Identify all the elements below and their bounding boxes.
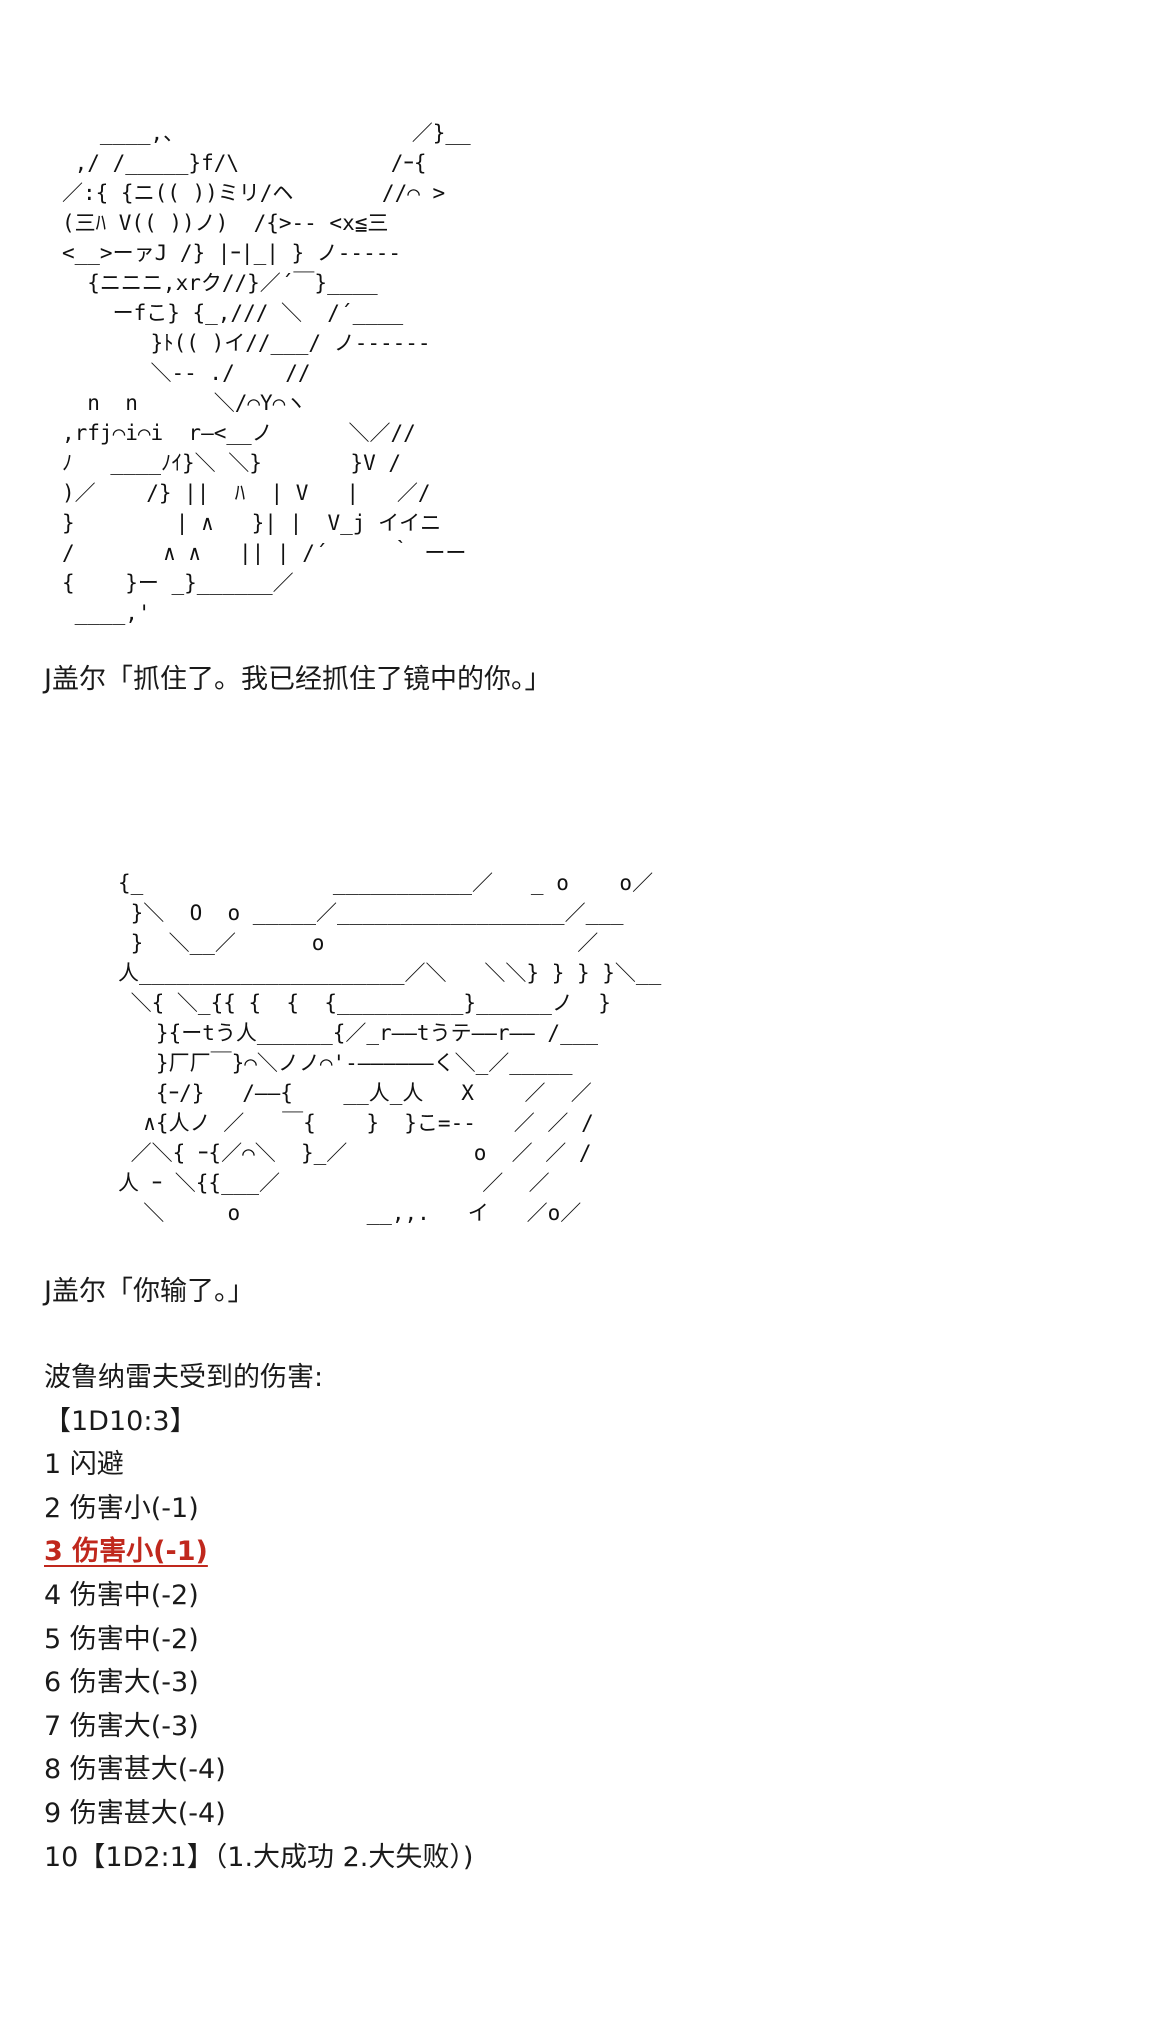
damage-option-selected: 3 伤害小(-1) xyxy=(44,1536,208,1568)
damage-title: 波鲁纳雷夫受到的伤害: xyxy=(44,1362,324,1393)
damage-option: 1 闪避 xyxy=(44,1449,124,1481)
dialog-line-grab: J盖尔「抓住了。我已经抓住了镜中的你。」 xyxy=(44,664,552,695)
dice-roll-result: 【1D10:3】 xyxy=(44,1405,197,1437)
damage-option: 5 伤害中(-2) xyxy=(44,1623,199,1655)
ascii-art-character-grab: ____,、 ／}__ ,/ /_____}f/\ /ｰ{ ／:{ {ニ(( )… xyxy=(62,121,471,625)
damage-option: 6 伤害大(-3) xyxy=(44,1667,199,1699)
damage-roll-list: 波鲁纳雷夫受到的伤害: 【1D10:3】 1 闪避 2 伤害小(-1) 3 伤害… xyxy=(44,1356,473,1879)
damage-option: 10【1D2:1】（1.大成功 2.大失败）) xyxy=(44,1841,474,1873)
damage-option: 9 伤害甚大(-4) xyxy=(44,1797,226,1829)
damage-option: 8 伤害甚大(-4) xyxy=(44,1754,226,1786)
dialog-line-you-lose: J盖尔「你输了。」 xyxy=(44,1276,255,1307)
ascii-art-mirror-scene: {_ ___________／ _ o o／ }＼ O o _____／____… xyxy=(118,871,662,1225)
damage-option: 2 伤害小(-1) xyxy=(44,1492,199,1524)
damage-option: 7 伤害大(-3) xyxy=(44,1710,199,1742)
damage-option: 4 伤害中(-2) xyxy=(44,1579,199,1611)
